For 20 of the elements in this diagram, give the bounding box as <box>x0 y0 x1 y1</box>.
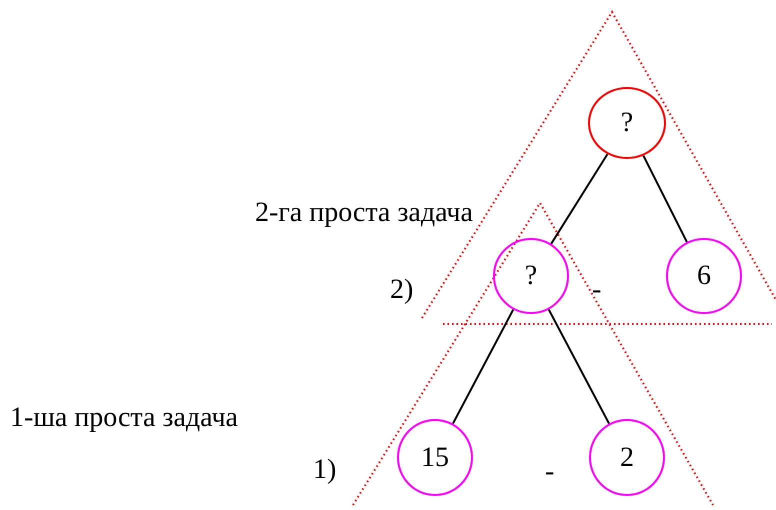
node-value: ? <box>620 109 634 137</box>
node-value: 15 <box>421 444 449 472</box>
step-number: 1) <box>313 456 336 484</box>
circle-node <box>588 87 666 159</box>
tree-branch-line <box>550 154 608 244</box>
circle-node <box>666 238 742 314</box>
operator-sign: - <box>592 276 602 304</box>
step-number: 2) <box>390 276 414 304</box>
task-caption: 1-ша проста задача <box>10 404 238 432</box>
tree-branch-line <box>548 309 610 424</box>
circle-node <box>589 419 665 496</box>
circle-node <box>397 419 473 496</box>
circle-node <box>493 238 569 314</box>
task-caption: 2-га проста задача <box>255 199 473 227</box>
node-value: 2 <box>620 444 634 472</box>
tree-branch-line <box>452 309 514 424</box>
tree-branch-line <box>642 155 688 242</box>
operator-sign: - <box>545 458 554 486</box>
node-value: 6 <box>697 262 711 290</box>
node-value: ? <box>524 262 538 290</box>
